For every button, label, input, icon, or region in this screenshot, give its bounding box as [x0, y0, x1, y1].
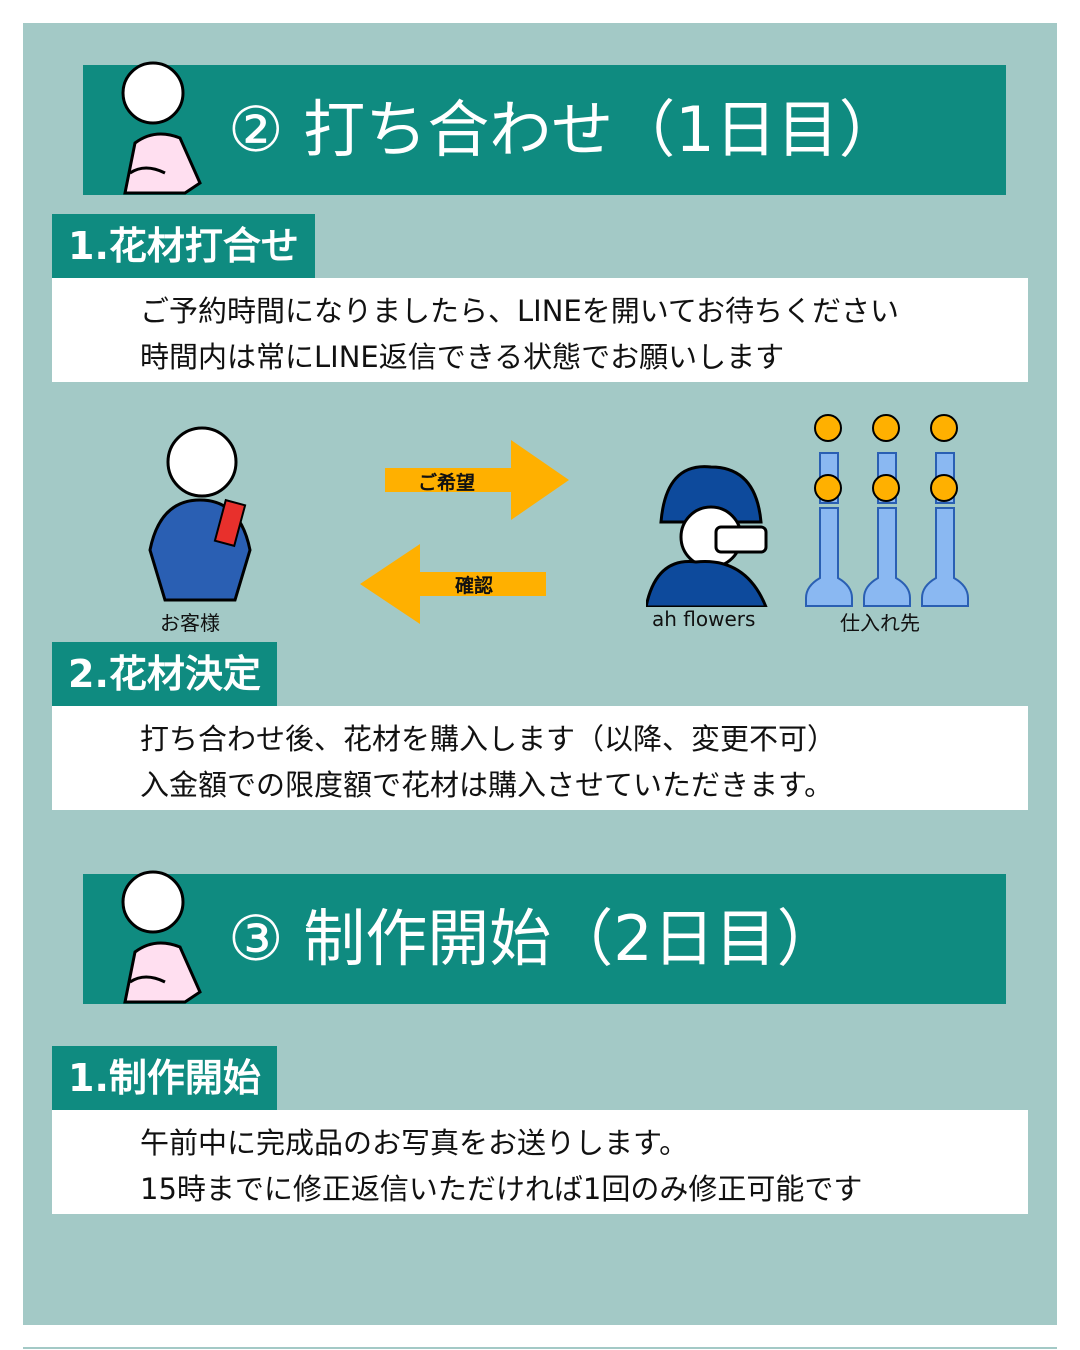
text-line: 入金額での限度額で花材は購入させていただきます。 — [140, 768, 834, 802]
text-line: 15時までに修正返信いただければ1回のみ修正可能です — [140, 1172, 863, 1206]
step-label-flower-meeting: 1.花材打合せ — [52, 214, 315, 278]
thinking-girl-icon — [121, 870, 202, 1004]
step-text-box: ご予約時間になりましたら、LINEを開いてお待ちください 時間内は常にLINE返… — [52, 278, 1028, 382]
arrow-left-icon — [360, 544, 546, 624]
arrow-request-label: ご希望 — [418, 472, 476, 494]
section-2-title: ② 打ち合わせ（1日目） — [228, 93, 901, 166]
text-line: 午前中に完成品のお写真をお送りします。 — [140, 1126, 689, 1160]
text-line: ご予約時間になりましたら、LINEを開いてお待ちください — [140, 294, 899, 328]
text-line: 打ち合わせ後、花材を購入します（以降、変更不可） — [140, 722, 837, 756]
step-text-box: 午前中に完成品のお写真をお送りします。 15時までに修正返信いただければ1回のみ… — [52, 1110, 1028, 1214]
flower-vases-icon — [805, 414, 969, 607]
florist-illustration-icon — [646, 465, 768, 607]
supplier-label: 仕入れ先 — [840, 611, 920, 635]
arrow-right-icon — [385, 440, 569, 520]
bottom-divider — [23, 1347, 1057, 1349]
thinking-girl-icon — [121, 61, 202, 195]
arrow-confirm-label: 確認 — [455, 575, 494, 597]
section-2-header: ② 打ち合わせ（1日目） — [83, 61, 1006, 195]
customer-illustration-icon — [148, 426, 252, 602]
section-3-header: ③ 制作開始（2日目） — [83, 870, 1006, 1004]
text-line: 時間内は常にLINE返信できる状態でお願いします — [140, 340, 785, 374]
step-label-production-start: 1.制作開始 — [52, 1046, 277, 1110]
shop-label: ah flowers — [652, 607, 756, 631]
step-text-box: 打ち合わせ後、花材を購入します（以降、変更不可） 入金額での限度額で花材は購入さ… — [52, 706, 1028, 810]
section-3-title: ③ 制作開始（2日目） — [228, 902, 839, 975]
step-label-flower-decision: 2.花材決定 — [52, 642, 277, 706]
customer-label: お客様 — [160, 611, 220, 635]
